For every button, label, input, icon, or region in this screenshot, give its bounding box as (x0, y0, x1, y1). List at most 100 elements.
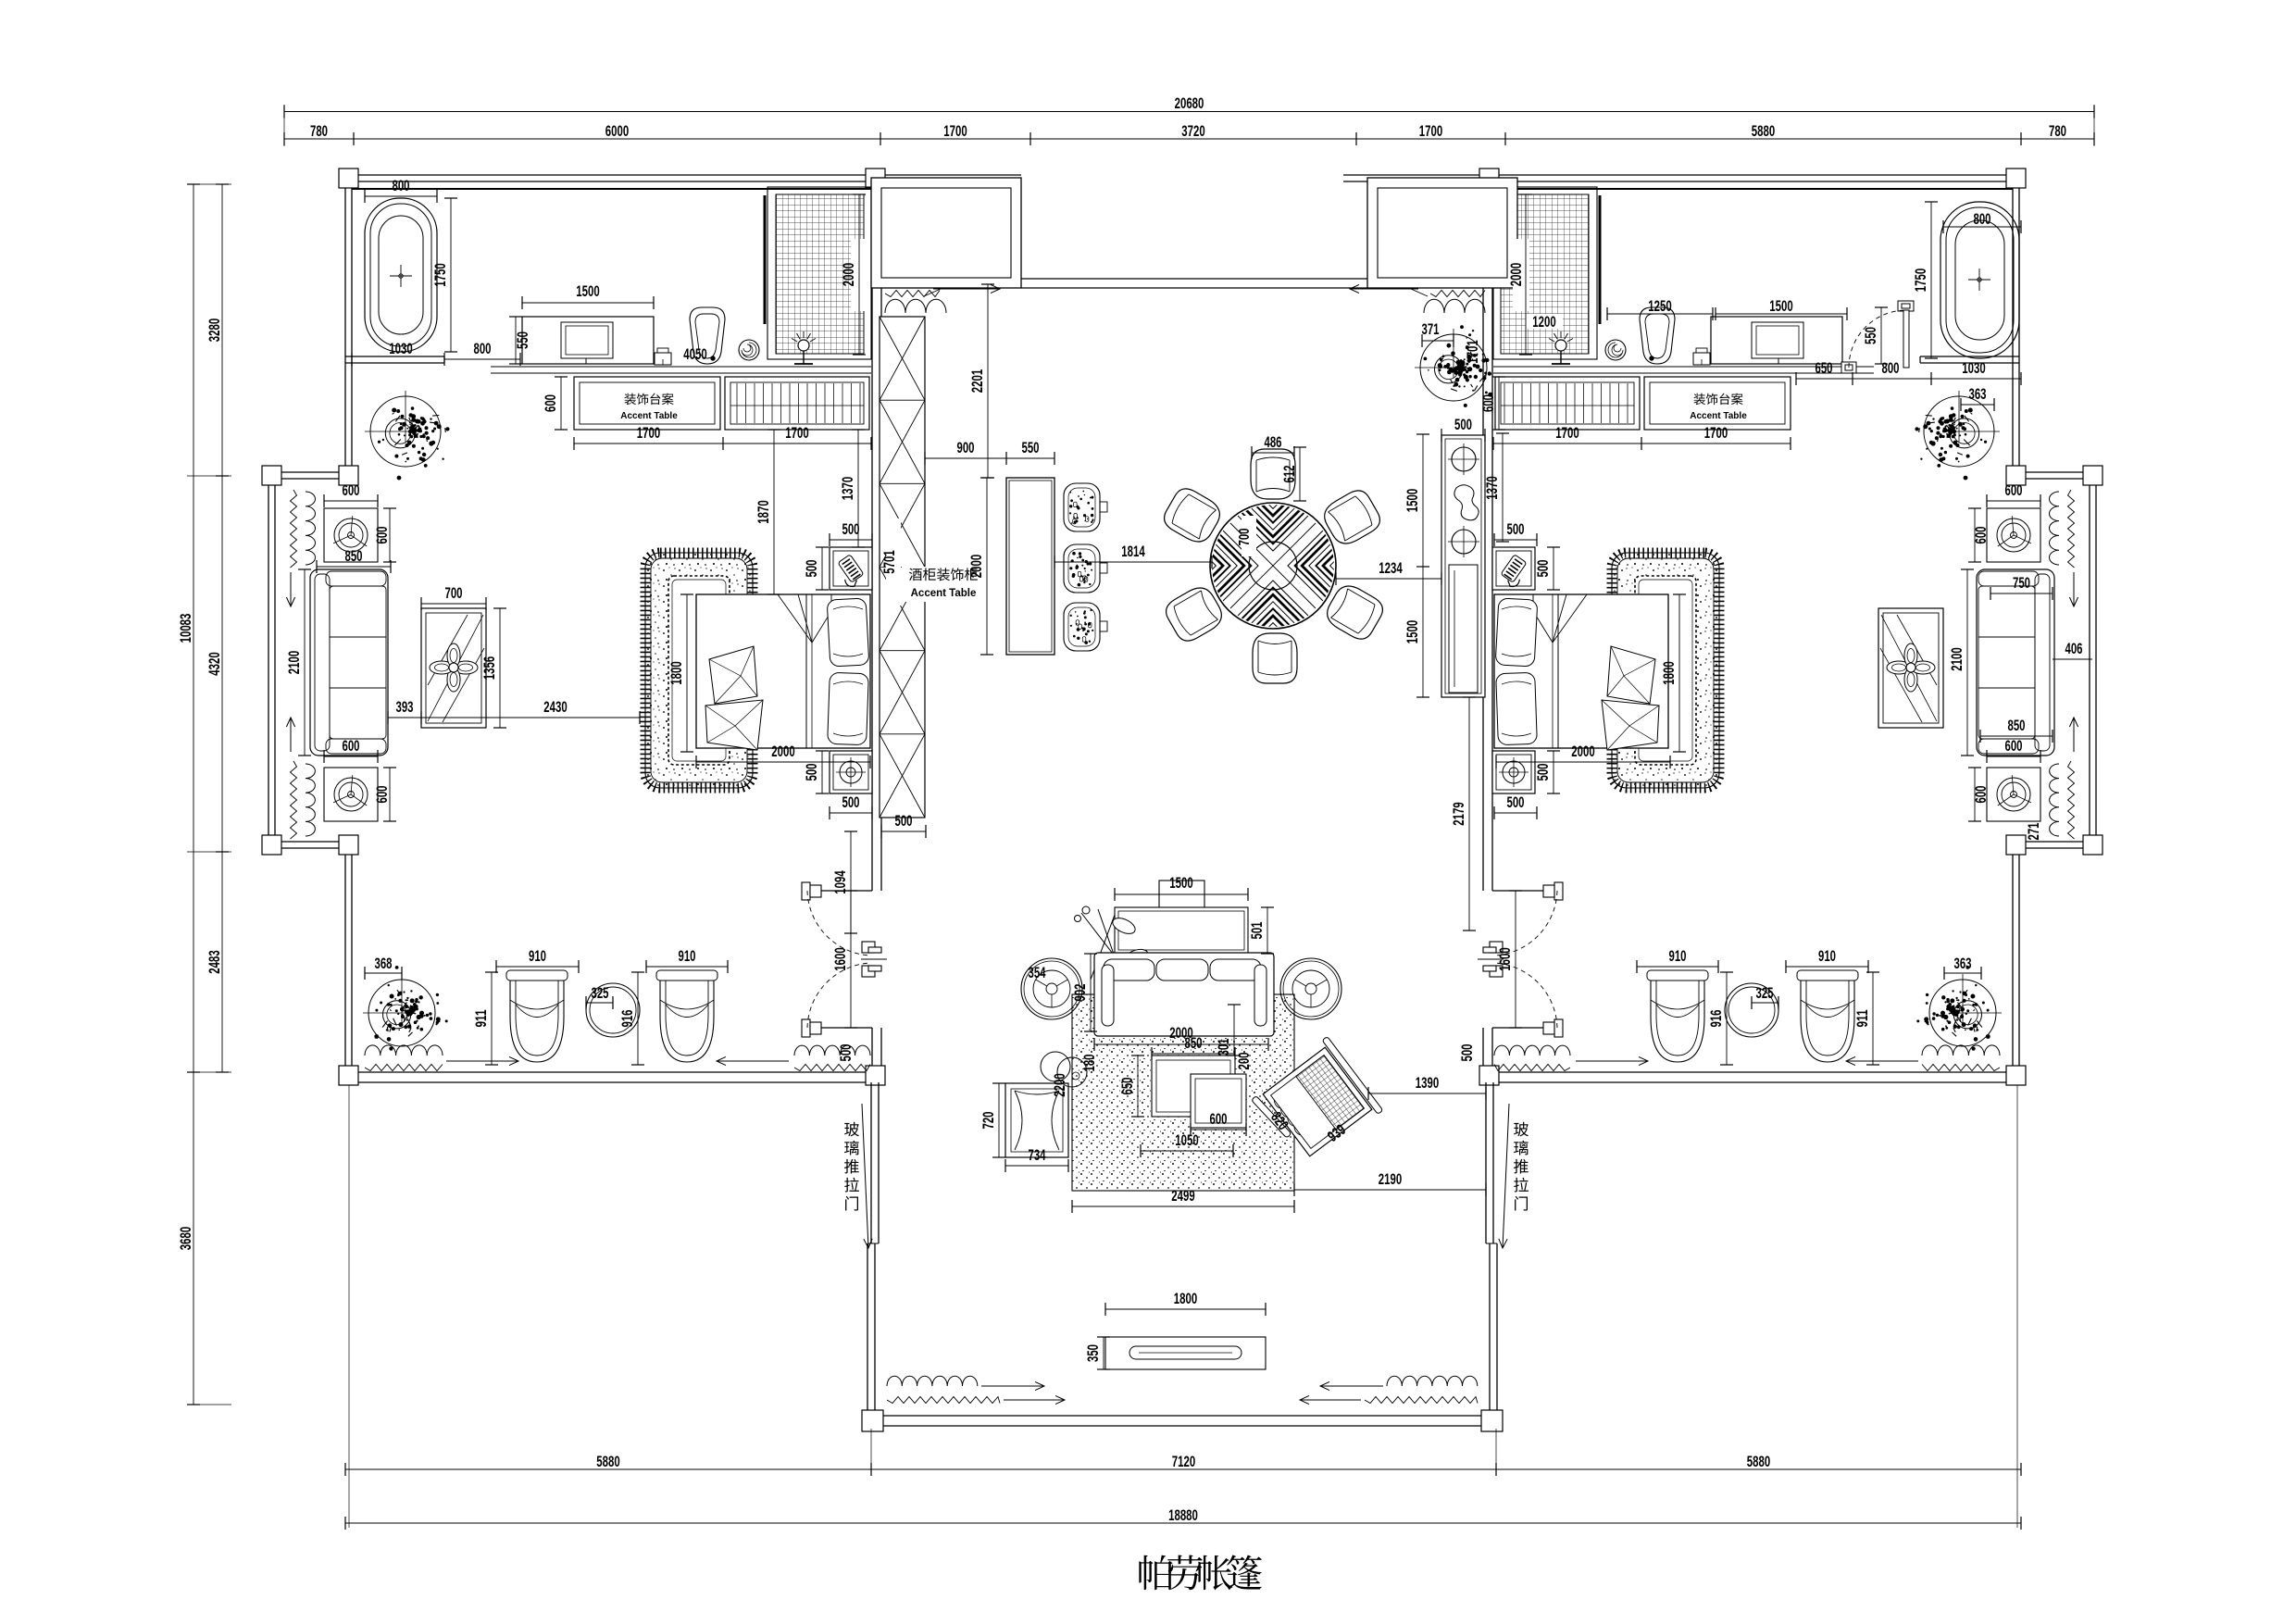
svg-text:1600: 1600 (832, 947, 849, 970)
svg-text:600: 600 (374, 527, 391, 544)
svg-text:600: 600 (543, 394, 559, 412)
svg-text:1030: 1030 (1962, 360, 1985, 377)
svg-text:6000: 6000 (605, 123, 629, 140)
svg-text:1094: 1094 (832, 870, 849, 894)
svg-text:1870: 1870 (755, 500, 772, 523)
svg-text:325: 325 (1756, 985, 1774, 1002)
svg-text:1700: 1700 (1419, 123, 1442, 140)
svg-text:2000: 2000 (1571, 743, 1594, 760)
svg-text:18880: 18880 (1168, 1507, 1198, 1524)
svg-text:911: 911 (473, 1010, 490, 1028)
svg-text:900: 900 (957, 440, 975, 456)
svg-text:486: 486 (1265, 434, 1282, 451)
svg-text:3720: 3720 (1181, 123, 1204, 140)
svg-text:Accent Table: Accent Table (911, 588, 977, 599)
svg-text:600: 600 (1973, 786, 1990, 804)
svg-text:500: 500 (1459, 1044, 1476, 1062)
svg-text:4050: 4050 (683, 346, 706, 363)
svg-text:2430: 2430 (543, 699, 567, 716)
svg-text:550: 550 (1022, 440, 1040, 456)
svg-text:600: 600 (1480, 394, 1497, 412)
svg-text:2483: 2483 (206, 950, 223, 973)
svg-text:600: 600 (1210, 1111, 1228, 1128)
svg-text:600: 600 (2005, 482, 2023, 499)
svg-text:1370: 1370 (840, 477, 856, 500)
svg-text:1030: 1030 (389, 341, 412, 357)
svg-text:371: 371 (1422, 321, 1440, 338)
svg-text:910: 910 (529, 948, 546, 965)
svg-text:1050: 1050 (1175, 1132, 1198, 1149)
svg-text:612: 612 (1281, 466, 1298, 483)
svg-text:2000: 2000 (771, 743, 794, 760)
svg-text:2100: 2100 (286, 651, 303, 674)
svg-text:1356: 1356 (481, 656, 498, 680)
svg-text:916: 916 (1708, 1010, 1725, 1028)
svg-text:734: 734 (1029, 1147, 1047, 1164)
svg-text:1800: 1800 (1661, 661, 1678, 684)
svg-text:2499: 2499 (1171, 1188, 1194, 1205)
svg-text:2179: 2179 (1451, 802, 1467, 825)
svg-text:780: 780 (2049, 123, 2066, 140)
svg-text:600: 600 (343, 738, 360, 755)
svg-text:600: 600 (343, 482, 360, 499)
svg-text:1250: 1250 (1648, 298, 1671, 315)
svg-text:500: 500 (804, 560, 820, 578)
svg-text:7120: 7120 (1172, 1454, 1195, 1470)
svg-text:600: 600 (374, 786, 391, 804)
svg-text:700: 700 (1237, 528, 1253, 545)
svg-text:10083: 10083 (178, 614, 194, 643)
svg-text:368: 368 (375, 956, 393, 972)
svg-text:406: 406 (2065, 641, 2083, 657)
svg-text:1700: 1700 (637, 425, 660, 442)
svg-text:1701: 1701 (1465, 340, 1481, 363)
svg-text:1750: 1750 (1913, 269, 1929, 292)
svg-text:2000: 2000 (1508, 263, 1525, 286)
svg-text:916: 916 (619, 1010, 636, 1028)
svg-text:2000: 2000 (1169, 1025, 1192, 1042)
svg-text:1700: 1700 (1704, 425, 1728, 442)
svg-text:180: 180 (1081, 1055, 1098, 1072)
svg-text:800: 800 (1974, 211, 1991, 228)
svg-text:2190: 2190 (1379, 1171, 1402, 1188)
svg-text:501: 501 (1249, 922, 1266, 940)
svg-text:910: 910 (679, 948, 696, 965)
svg-text:1700: 1700 (943, 123, 967, 140)
svg-text:1800: 1800 (668, 661, 685, 684)
svg-text:1700: 1700 (1555, 425, 1578, 442)
svg-text:500: 500 (1507, 521, 1525, 538)
svg-text:500: 500 (1454, 417, 1472, 433)
svg-text:911: 911 (1854, 1010, 1871, 1028)
svg-text:5880: 5880 (1752, 123, 1775, 140)
svg-text:325: 325 (592, 985, 609, 1002)
svg-text:5880: 5880 (1747, 1454, 1770, 1470)
svg-text:910: 910 (1818, 948, 1836, 965)
svg-text:1750: 1750 (432, 263, 449, 286)
svg-text:500: 500 (804, 764, 820, 781)
svg-text:600: 600 (2005, 738, 2023, 755)
svg-text:750: 750 (2013, 575, 2030, 592)
svg-text:5701: 5701 (881, 550, 898, 573)
svg-text:550: 550 (515, 331, 531, 349)
svg-text:1200: 1200 (1532, 314, 1555, 331)
svg-text:1600: 1600 (1497, 947, 1514, 970)
svg-text:350: 350 (1085, 1344, 1102, 1362)
svg-text:1390: 1390 (1416, 1075, 1439, 1092)
svg-text:600: 600 (1973, 527, 1990, 544)
svg-text:3280: 3280 (206, 319, 223, 342)
svg-text:20680: 20680 (1175, 95, 1204, 112)
svg-text:200: 200 (1236, 1053, 1253, 1070)
svg-text:3680: 3680 (178, 1227, 194, 1250)
svg-text:780: 780 (310, 123, 328, 140)
svg-text:Accent Table: Accent Table (620, 411, 678, 421)
svg-text:2201: 2201 (969, 369, 986, 393)
svg-text:2000: 2000 (968, 555, 985, 578)
svg-text:500: 500 (1535, 560, 1552, 578)
svg-text:354: 354 (1029, 965, 1047, 981)
svg-text:850: 850 (345, 548, 363, 565)
svg-text:1814: 1814 (1121, 543, 1145, 560)
svg-text:700: 700 (445, 585, 463, 602)
svg-text:5880: 5880 (596, 1454, 619, 1470)
svg-text:800: 800 (474, 341, 492, 357)
svg-text:500: 500 (842, 521, 860, 538)
svg-text:1500: 1500 (1769, 298, 1792, 315)
